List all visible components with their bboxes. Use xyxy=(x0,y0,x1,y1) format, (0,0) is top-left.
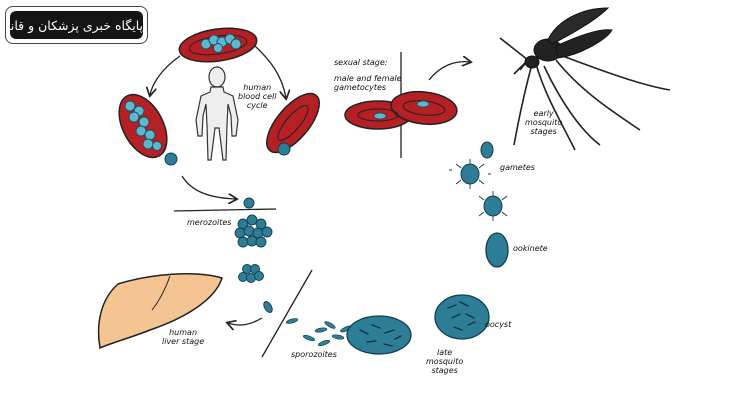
arrow-to-mosquito xyxy=(428,62,470,81)
cycle-arrow-top xyxy=(253,44,286,98)
arrow-to-liver xyxy=(228,317,263,325)
label-human-liver-stage: human liver stage xyxy=(162,328,205,346)
stage-divider-diagonal xyxy=(261,269,313,358)
cycle-arrow-left xyxy=(150,55,181,95)
merozoite-released xyxy=(164,152,178,166)
mosquito-body xyxy=(524,7,613,69)
label-ookinete: ookinete xyxy=(513,244,548,253)
merozoite-cluster xyxy=(234,197,273,283)
label-gametes: gametes xyxy=(500,163,535,172)
label-early-mosquito-stages: early mosquito stages xyxy=(525,109,563,136)
logo-text: پایگاه خبری پزشکان و قانون xyxy=(10,11,143,39)
human-figure xyxy=(195,66,239,161)
news-agency-logo: پایگاه خبری پزشکان و قانون xyxy=(5,6,148,44)
label-human-blood-cycle: human blood cell cycle xyxy=(238,83,277,110)
label-oocyst: oocyst xyxy=(485,320,512,329)
gametocyte-red-blood-cells xyxy=(344,90,458,130)
oocyst xyxy=(434,294,490,340)
label-merozoites: merozoites xyxy=(187,218,232,227)
sporozoites xyxy=(285,318,352,347)
red-blood-cell-right xyxy=(266,92,320,156)
ookinete xyxy=(485,232,509,268)
merozoite-liver xyxy=(263,301,273,313)
label-gametocytes: male and female gametocytes xyxy=(334,74,402,92)
stage-divider-horizontal xyxy=(173,208,277,212)
red-blood-cell-top xyxy=(178,27,258,63)
label-late-mosquito-stages: late mosquito stages xyxy=(426,348,464,375)
red-blood-cell-left xyxy=(118,93,168,159)
label-sporozoites: sporozoites xyxy=(291,350,337,359)
gametes xyxy=(449,141,508,221)
oocyst-rupturing xyxy=(346,315,412,355)
liver xyxy=(97,272,223,350)
cycle-arrow-bottom xyxy=(181,175,236,199)
label-sexual-stage: sexual stage: xyxy=(334,58,388,67)
